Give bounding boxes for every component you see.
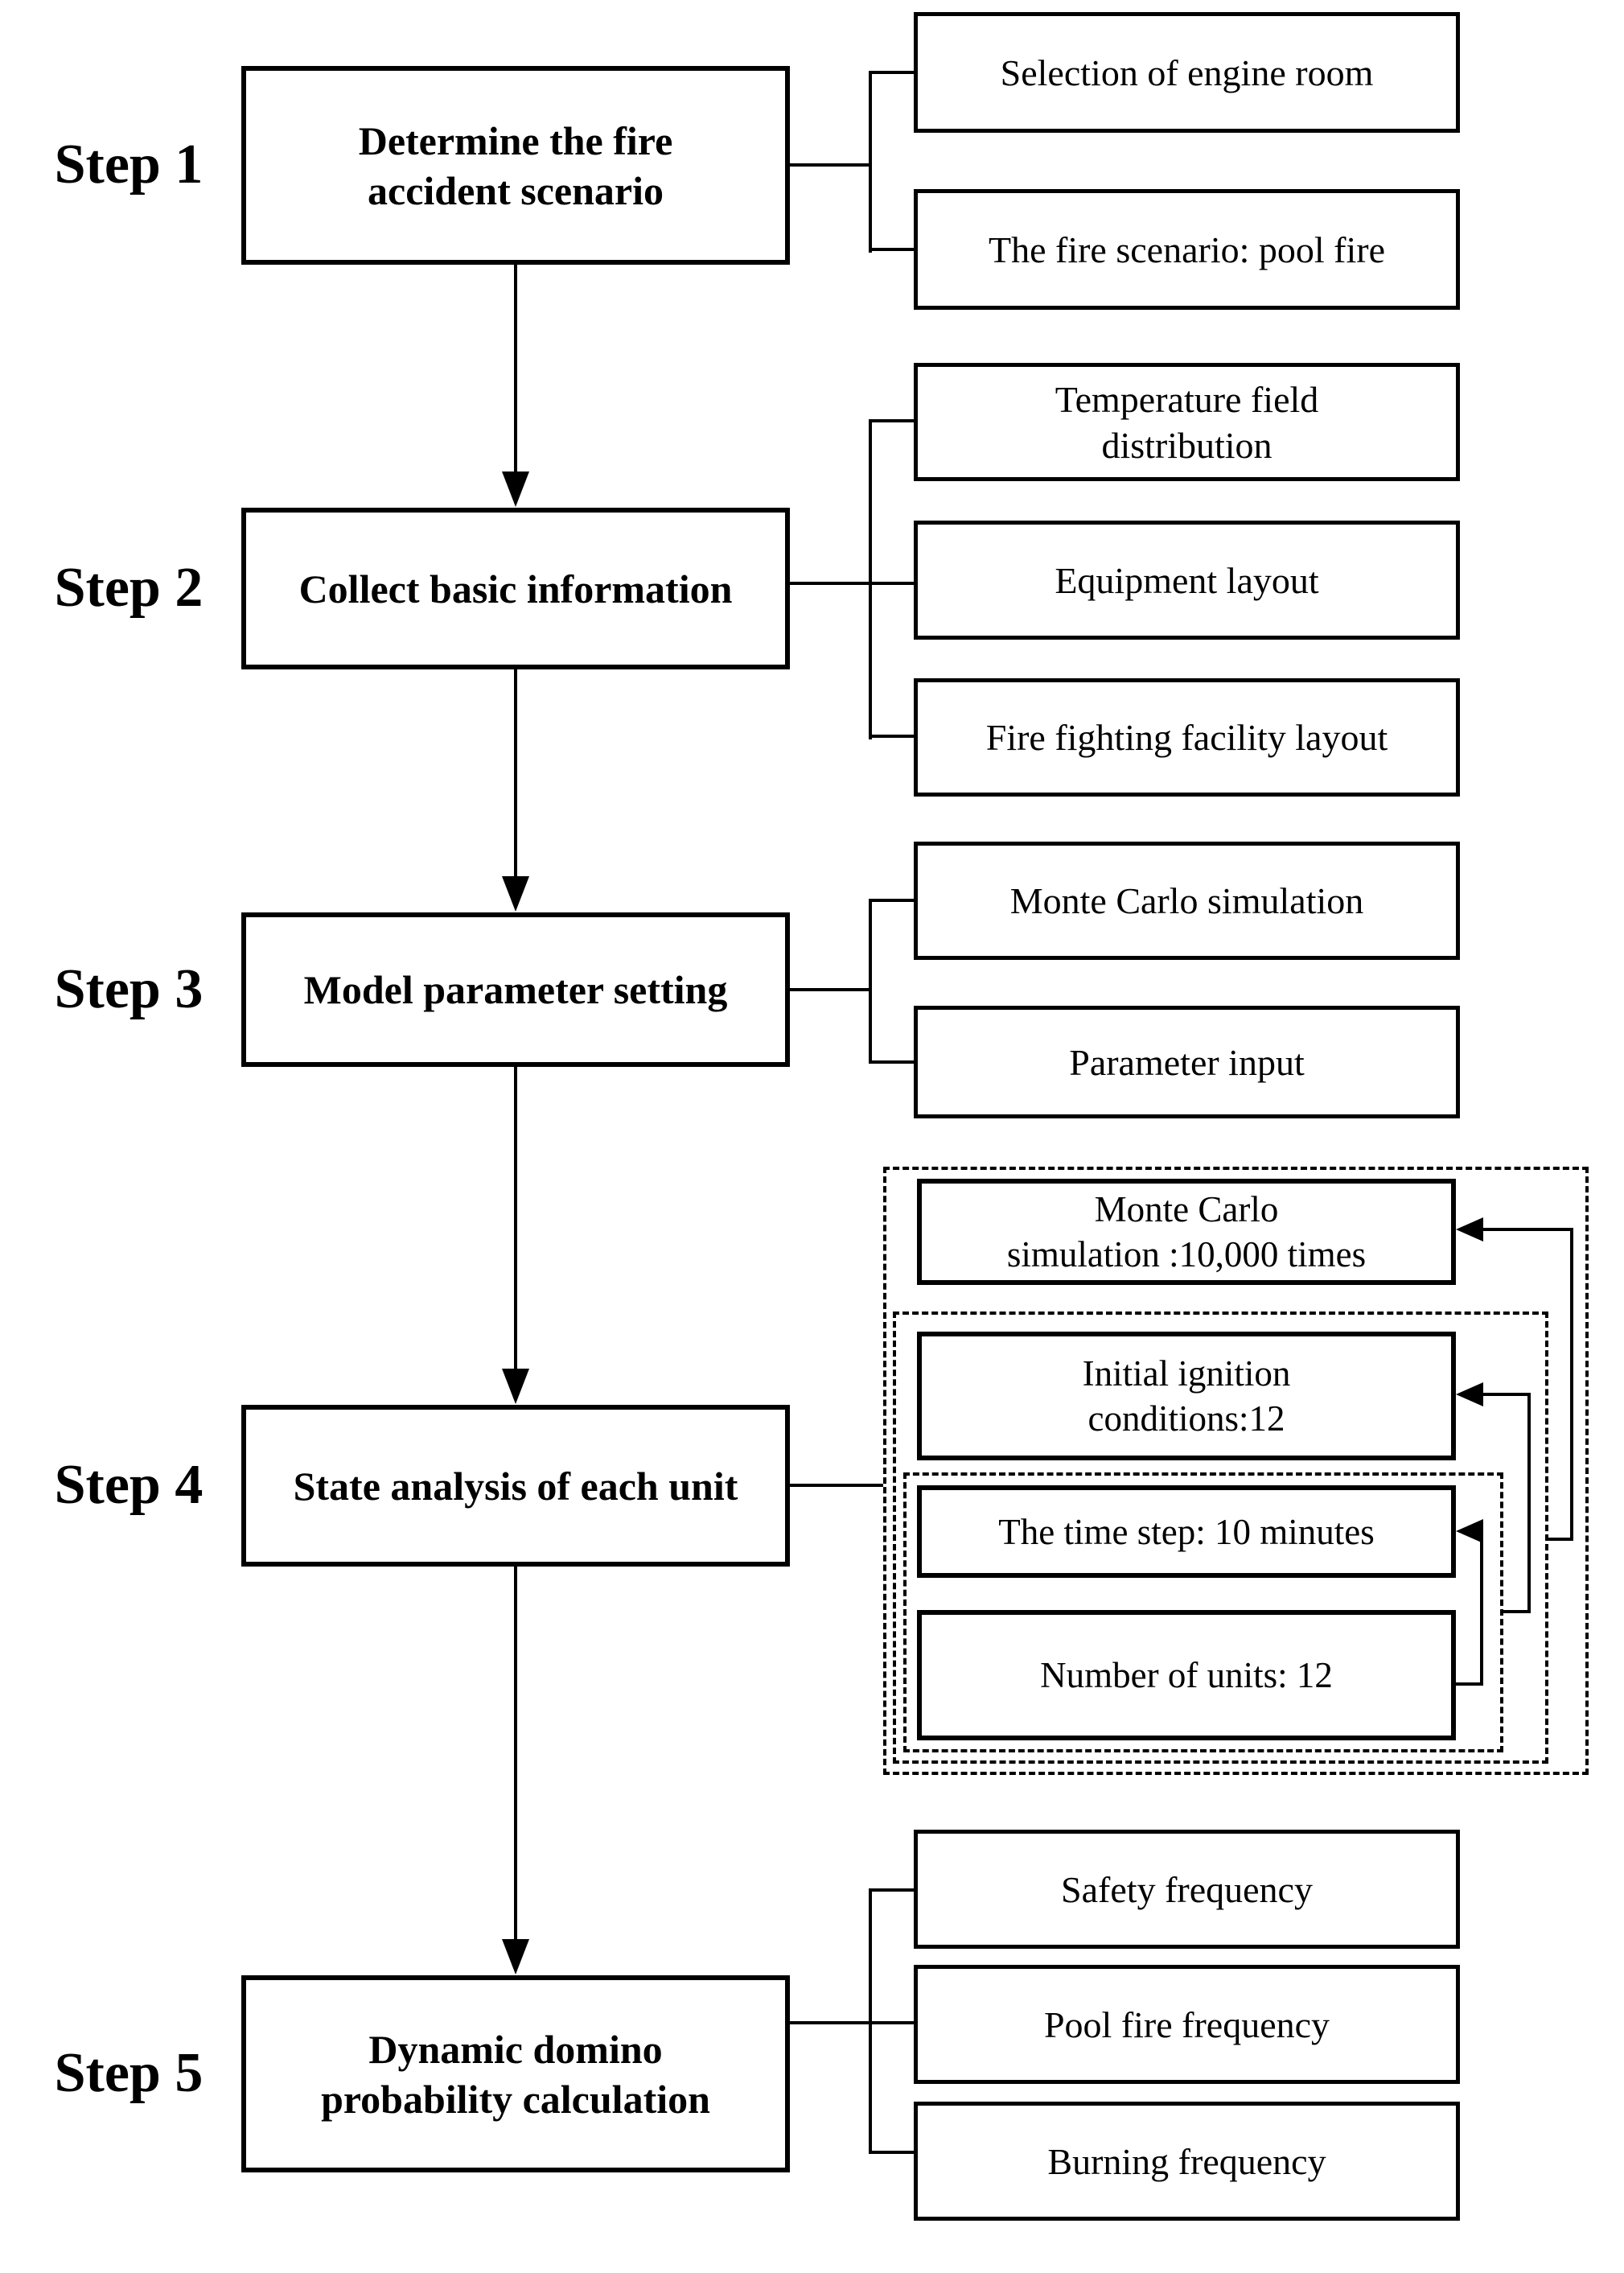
- arrow-down-icon: [502, 471, 529, 507]
- feedback-line-units-to-timestep: [1480, 1530, 1483, 1686]
- arrow-left-icon: [1456, 1519, 1483, 1543]
- flow-line-step4-step5: [514, 1567, 517, 1939]
- step2-branch-line: [872, 419, 914, 422]
- arrow-left-icon: [1456, 1217, 1483, 1242]
- feedback-line-middle-to-montecarlo: [1570, 1229, 1573, 1541]
- feedback-line-inner-to-ignition: [1483, 1393, 1531, 1396]
- step3-main-box: Model parameter setting: [241, 912, 790, 1067]
- dashed-group-outer: [883, 1167, 1589, 1775]
- feedback-line-inner-to-ignition: [1500, 1610, 1531, 1613]
- step3-branch-line: [872, 1060, 914, 1064]
- step1-trunk-line: [869, 71, 872, 253]
- step5-label: Step 5: [54, 2042, 204, 2104]
- output-box-pool-fire-scenario: The fire scenario: pool fire: [914, 189, 1460, 310]
- loop-box-monte-carlo-times: Monte Carlo simulation :10,000 times: [917, 1179, 1456, 1285]
- step4-label: Step 4: [54, 1454, 204, 1516]
- step1-branch-line: [872, 71, 914, 74]
- step5-trunk-line: [869, 1888, 872, 2154]
- output-box-engine-room: Selection of engine room: [914, 12, 1460, 133]
- feedback-line-inner-to-ignition: [1527, 1394, 1531, 1613]
- flow-line-step1-step2: [514, 265, 517, 471]
- step5-branch-line: [872, 2151, 914, 2154]
- step5-stub-line: [790, 2021, 914, 2024]
- step1-stub-line: [790, 163, 872, 167]
- feedback-line-middle-to-montecarlo: [1483, 1228, 1573, 1231]
- output-box-temperature-field: Temperature field distribution: [914, 363, 1460, 481]
- output-box-burning-frequency: Burning frequency: [914, 2102, 1460, 2221]
- loop-box-number-of-units: Number of units: 12: [917, 1610, 1456, 1740]
- arrow-down-icon: [502, 1939, 529, 1974]
- output-box-safety-frequency: Safety frequency: [914, 1830, 1460, 1949]
- step3-trunk-line: [869, 899, 872, 1064]
- step3-branch-line: [872, 899, 914, 902]
- step4-main-box: State analysis of each unit: [241, 1405, 790, 1567]
- step2-label: Step 2: [54, 557, 204, 619]
- step3-stub-line: [790, 988, 872, 991]
- step2-trunk-line: [869, 419, 872, 739]
- flow-line-step3-step4: [514, 1067, 517, 1369]
- flow-line-step2-step3: [514, 669, 517, 876]
- step2-main-box: Collect basic information: [241, 508, 790, 669]
- step4-stub-line: [790, 1484, 883, 1487]
- output-box-pool-fire-frequency: Pool fire frequency: [914, 1965, 1460, 2084]
- output-box-fire-fighting-layout: Fire fighting facility layout: [914, 678, 1460, 797]
- step5-branch-line: [872, 1888, 914, 1892]
- step2-stub-line: [790, 582, 914, 585]
- arrow-down-icon: [502, 876, 529, 912]
- feedback-line-middle-to-montecarlo: [1545, 1538, 1573, 1541]
- step1-label: Step 1: [54, 134, 204, 196]
- output-box-equipment-layout: Equipment layout: [914, 521, 1460, 640]
- output-box-monte-carlo-simulation: Monte Carlo simulation: [914, 842, 1460, 960]
- feedback-line-units-to-timestep: [1453, 1682, 1483, 1686]
- arrow-down-icon: [502, 1369, 529, 1404]
- step1-main-box: Determine the fire accident scenario: [241, 66, 790, 265]
- loop-box-time-step: The time step: 10 minutes: [917, 1485, 1456, 1578]
- step2-branch-line: [872, 735, 914, 738]
- arrow-left-icon: [1456, 1382, 1483, 1406]
- step5-main-box: Dynamic domino probability calculation: [241, 1975, 790, 2172]
- output-box-parameter-input: Parameter input: [914, 1006, 1460, 1118]
- loop-box-initial-ignition: Initial ignition conditions:12: [917, 1332, 1456, 1460]
- step1-branch-line: [872, 248, 914, 251]
- step3-label: Step 3: [54, 958, 204, 1020]
